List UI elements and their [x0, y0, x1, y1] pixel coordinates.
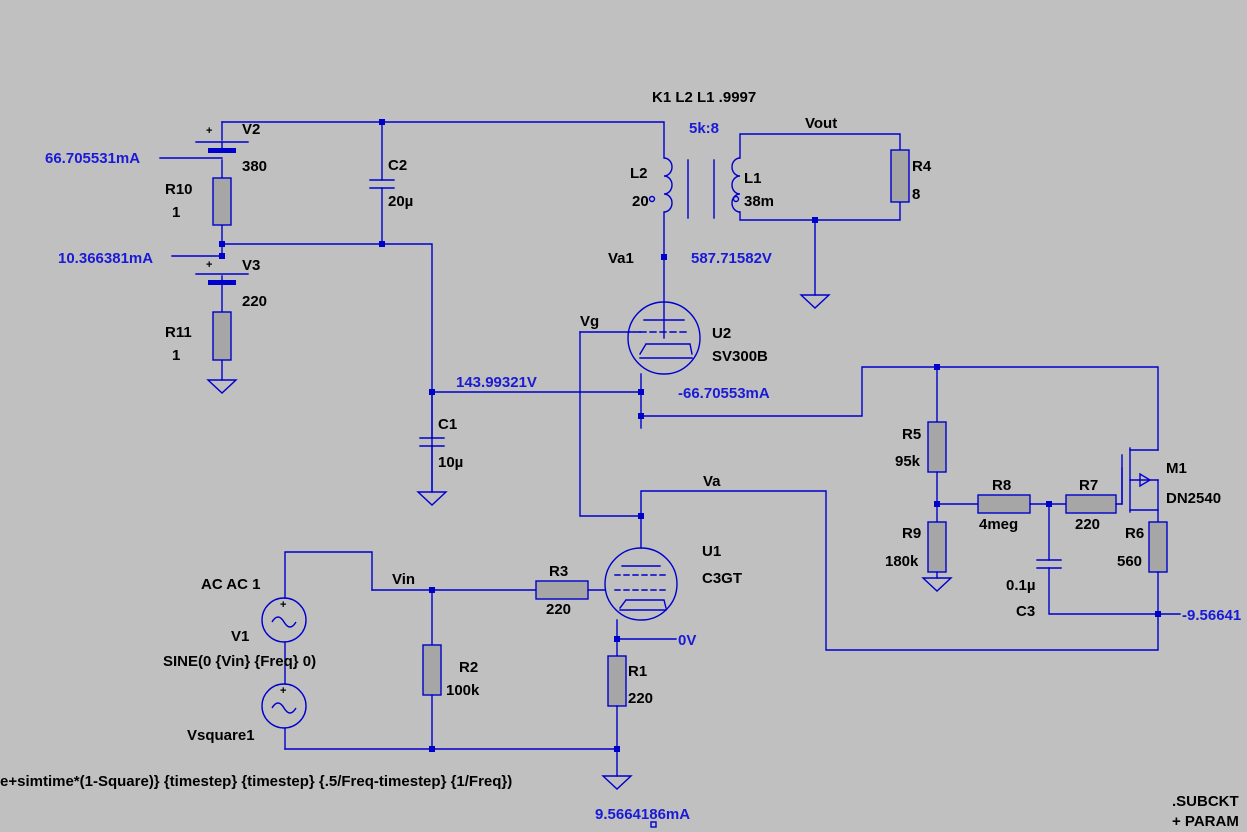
value-r10: 1: [172, 204, 180, 221]
annotation-v-m1: -9.56641: [1182, 607, 1241, 624]
value-r4: 8: [912, 186, 920, 203]
resistor-r6[interactable]: [1148, 521, 1168, 573]
label-r2: R2: [459, 659, 478, 676]
resistor-r10[interactable]: [212, 177, 232, 226]
net-vout: Vout: [805, 115, 837, 132]
voltage-source-vsquare1[interactable]: +: [261, 683, 307, 729]
ground-symbol: [921, 577, 953, 592]
battery-v2[interactable]: +: [195, 125, 249, 153]
net-vin: Vin: [392, 571, 415, 588]
value-r7: 220: [1075, 516, 1100, 533]
annotation-i-u2: -66.70553mA: [678, 385, 770, 402]
subckt-directive: .SUBCKT: [1172, 793, 1239, 810]
resistor-r3[interactable]: [535, 580, 589, 600]
voltage-source-v1[interactable]: +: [261, 597, 307, 643]
resistor-r4[interactable]: [890, 149, 910, 203]
annotation-v-cathode: 0V: [678, 632, 696, 649]
label-r7: R7: [1079, 477, 1098, 494]
wires-supply: [159, 121, 665, 491]
label-r8: R8: [992, 477, 1011, 494]
label-l1: L1: [744, 170, 762, 187]
label-r1: R1: [628, 663, 647, 680]
resistor-r5[interactable]: [927, 421, 947, 473]
net-va: Va: [703, 473, 721, 490]
ratio-label: 5k:8: [689, 120, 719, 137]
label-c3: C3: [1016, 603, 1035, 620]
value-c1: 10µ: [438, 454, 463, 471]
resistor-r2[interactable]: [422, 644, 442, 696]
label-r5: R5: [902, 426, 921, 443]
label-v1-ac: AC AC 1: [201, 576, 260, 593]
value-r5: 95k: [895, 453, 921, 470]
resistor-r11[interactable]: [212, 311, 232, 361]
model-u2: SV300B: [712, 348, 768, 365]
transformer-core: [687, 159, 715, 219]
coupling-directive: K1 L2 L1 .9997: [652, 89, 756, 106]
label-vsquare1: Vsquare1: [187, 727, 255, 744]
model-u1: C3GT: [702, 570, 742, 587]
value-v2: 380: [242, 158, 267, 175]
label-r4: R4: [912, 158, 932, 175]
value-l2: 20: [632, 193, 649, 210]
label-m1: M1: [1166, 460, 1187, 477]
param-directive: + PARAM: [1172, 813, 1239, 830]
ground-symbol: [206, 379, 238, 394]
annotation-i-bottom: 9.5664186mA: [595, 806, 690, 823]
value-r6: 560: [1117, 553, 1142, 570]
svg-text:+: +: [280, 685, 286, 697]
annotation-i-v2: 66.705531mA: [45, 150, 140, 167]
annotation-i-v3: 10.366381mA: [58, 250, 153, 267]
value-r3: 220: [546, 601, 571, 618]
label-r11: R11: [165, 324, 192, 341]
value-r1: 220: [628, 690, 653, 707]
resistor-r9[interactable]: [927, 521, 947, 573]
value-r9: 180k: [885, 553, 919, 570]
label-r3: R3: [549, 563, 568, 580]
battery-v3[interactable]: +: [195, 259, 249, 285]
label-v3: V3: [242, 257, 260, 274]
value-r11: 1: [172, 347, 180, 364]
capacitor-c2[interactable]: [369, 179, 395, 189]
svg-text:+: +: [280, 599, 286, 611]
value-c2: 20µ: [388, 193, 413, 210]
model-m1: DN2540: [1166, 490, 1221, 507]
value-l1: 38m: [744, 193, 774, 210]
annotation-v-va1: 587.71582V: [691, 250, 772, 267]
label-u2: U2: [712, 325, 731, 342]
capacitor-c3[interactable]: [1036, 559, 1062, 569]
value-c3: 0.1µ: [1006, 577, 1036, 594]
tube-u1[interactable]: [604, 547, 678, 621]
tube-u2[interactable]: [627, 301, 701, 375]
value-v3: 220: [242, 293, 267, 310]
label-r6: R6: [1125, 525, 1144, 542]
label-v2: V2: [242, 121, 260, 138]
value-v1-sine: SINE(0 {Vin} {Freq} 0): [163, 653, 316, 670]
label-u1: U1: [702, 543, 721, 560]
resistor-r8[interactable]: [977, 494, 1031, 514]
resistor-r7[interactable]: [1065, 494, 1117, 514]
label-r9: R9: [902, 525, 921, 542]
ground-symbol: [799, 294, 831, 309]
svg-text:+: +: [206, 125, 212, 137]
label-l2: L2: [630, 165, 648, 182]
label-c2: C2: [388, 157, 407, 174]
value-r2: 100k: [446, 682, 480, 699]
ground-symbol: [416, 491, 448, 506]
pwl-directive: e+simtime*(1-Square)} {timestep} {timest…: [0, 773, 512, 790]
label-c1: C1: [438, 416, 457, 433]
label-r10: R10: [165, 181, 193, 198]
value-r8: 4meg: [979, 516, 1018, 533]
inductor-l2[interactable]: [648, 157, 673, 213]
inductor-l1[interactable]: [731, 157, 741, 213]
net-va1: Va1: [608, 250, 634, 267]
ground-symbol: [601, 775, 633, 790]
svg-text:+: +: [206, 259, 212, 271]
resistor-r1[interactable]: [607, 655, 627, 707]
annotation-v-node: 143.99321V: [456, 374, 537, 391]
label-v1: V1: [231, 628, 249, 645]
net-vg: Vg: [580, 313, 599, 330]
mosfet-m1[interactable]: [1121, 447, 1159, 523]
junction-dots: [219, 119, 1161, 752]
